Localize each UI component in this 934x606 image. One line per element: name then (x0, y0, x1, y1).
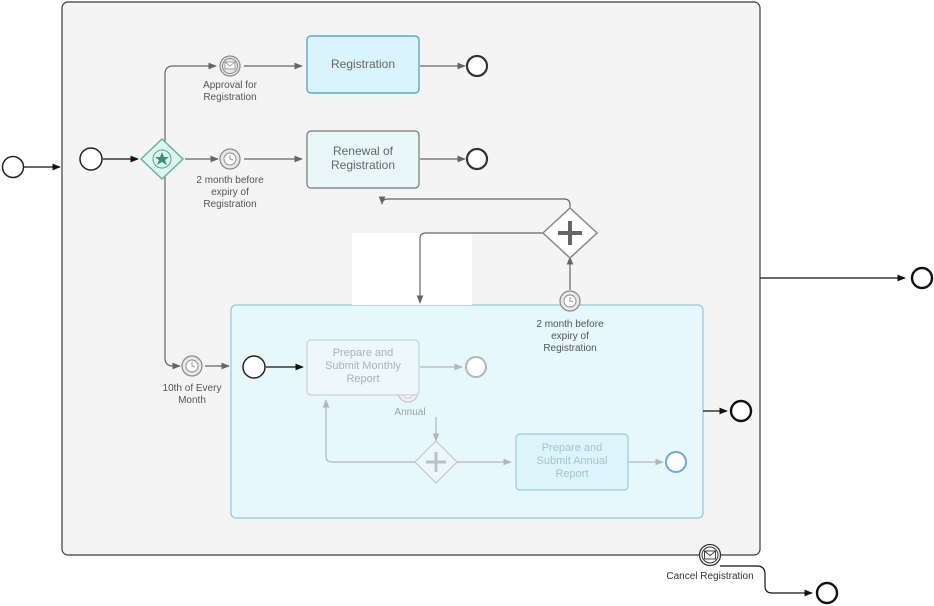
reporting-subprocess[interactable] (230, 304, 704, 519)
renewal-task-label-2: Registration (331, 158, 395, 172)
registration-task[interactable] (306, 35, 420, 94)
inner-timer-label-1: 2 month before (536, 319, 604, 330)
event-based-gateway[interactable] (139, 137, 185, 181)
cancel-label: Cancel Registration (666, 571, 753, 582)
annual-end-event[interactable] (665, 451, 687, 473)
renewal-task[interactable] (306, 130, 420, 189)
registration-task-label: Registration (331, 57, 395, 71)
inner-timer-label-3: Registration (543, 343, 596, 354)
inner-timer-event[interactable] (559, 290, 581, 312)
tenth-label-1: 10th of Every (163, 383, 222, 394)
monthly-task-label-1: Prepare and (333, 347, 394, 359)
tenth-label-2: Month (178, 395, 206, 406)
annual-task-label-1: Prepare and (542, 442, 603, 454)
flow-parallel-renewal[interactable] (378, 196, 571, 213)
two-month-label-2: expiry of (211, 187, 249, 198)
gap-region (352, 233, 472, 305)
renewal-end-event[interactable] (465, 147, 489, 171)
approval-label-2: Registration (203, 92, 256, 103)
star-icon (155, 152, 169, 165)
flow-gateway-tenth[interactable] (164, 173, 181, 370)
renewal-task-label-1: Renewal of (333, 144, 394, 158)
plus-icon (558, 221, 582, 245)
subprocess-end-event[interactable] (729, 399, 753, 423)
cancel-message-event[interactable] (698, 543, 722, 567)
inner-timer-label-2: expiry of (551, 331, 589, 342)
two-month-timer-event[interactable] (219, 148, 241, 170)
start-event[interactable] (79, 147, 103, 171)
monthly-report-task[interactable] (306, 339, 420, 396)
annual-task-label-3: Report (555, 468, 588, 480)
inner-parallel-gateway[interactable] (414, 440, 458, 484)
flow-cancel-end[interactable] (720, 565, 813, 597)
approval-label-1: Approval for (203, 80, 258, 91)
inner-faint-flows (322, 363, 664, 466)
two-month-label-3: Registration (203, 199, 256, 210)
approval-message-event[interactable] (219, 55, 241, 77)
flow-parallel-subprocess[interactable] (416, 232, 545, 304)
plus-icon (426, 452, 446, 472)
flow-gateway-approval[interactable] (164, 62, 217, 145)
monthly-task-label-3: Report (346, 373, 379, 385)
annual-task-label-2: Submit Annual (537, 455, 608, 467)
monthly-task-label-2: Submit Monthly (325, 360, 401, 372)
cancel-end-event[interactable] (815, 581, 839, 605)
registration-end-event[interactable] (465, 54, 489, 78)
two-month-label-1: 2 month before (196, 175, 264, 186)
annual-label: Annual (394, 407, 425, 418)
inner-start-event[interactable] (242, 355, 266, 379)
flow-loop-monthly[interactable] (322, 399, 420, 463)
annual-report-task[interactable] (515, 433, 629, 491)
tenth-month-timer-event[interactable] (181, 355, 203, 377)
container-end-event[interactable] (910, 266, 934, 290)
parallel-gateway[interactable] (541, 206, 599, 260)
outer-start-event[interactable] (1, 155, 25, 179)
monthly-end-event[interactable] (465, 356, 487, 378)
sequence-flows (24, 62, 906, 597)
